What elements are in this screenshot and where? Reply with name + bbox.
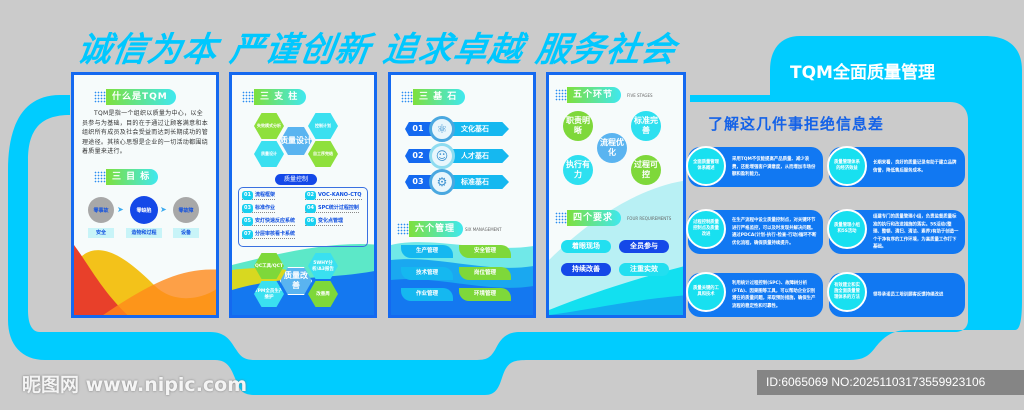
stage-circle: 过程可控 [631, 155, 661, 185]
dots-icon [555, 89, 567, 101]
requirement-pill: 全员参与 [619, 240, 669, 253]
person-icon: ☺ [429, 143, 455, 169]
info-card: 过程控制质量控制点及质量改进在生产流程中设立质量控制点，对关键环节进行严格监控，… [686, 209, 823, 254]
section-subtitle: FIVE STAGES [627, 93, 653, 98]
management-item: 环境管理 [459, 288, 511, 301]
stage-circle: 职责明晰 [563, 111, 593, 141]
atom-icon: ⚛ [429, 116, 455, 142]
section-title: 六个管理 [409, 221, 464, 237]
watermark-logo: 昵图网 www.nipic.com [22, 374, 248, 396]
card-badge: 质量关键的工具和技术 [686, 272, 726, 312]
goal-label: 造物和过程 [126, 228, 162, 238]
card-text: 利用统计过程控制(SPC)、故障树分析(FTA)、因果图等工具，可以帮助企业识别… [732, 281, 816, 309]
panel-five-stages: 五个环节 FIVE STAGES 职责明晰 标准完善 流程优化 执行有力 过程可… [546, 72, 686, 318]
requirement-pill: 着眼现场 [561, 240, 611, 253]
stone-number: 01 [405, 122, 431, 136]
section-title: 三 基 石 [413, 89, 466, 105]
management-item: 技术管理 [401, 267, 453, 280]
goal-label: 设备 [173, 228, 199, 238]
card-text: 采用TQM不仅能提高产品质量、减少浪费，还能增强客户满意度，从而增加市场份额和盈… [732, 156, 816, 177]
dots-icon [555, 212, 567, 224]
info-card: 质量管理体系的经济效益长期来看，良好的质量记录有助于建立品牌信誉，降低售后服务成… [827, 146, 965, 187]
improve-hex: 5WHY分析/A3报告 [308, 253, 338, 279]
section-subtitle: FOUR REQUIREMENTS [627, 216, 672, 221]
section-title: 什么是TQM [106, 89, 176, 105]
improve-center-hex: 质量改善 [280, 267, 312, 295]
info-card: 有效建立和实施全面质量管理体系的方法领导承诺员工培训顾客反馈持续改进 [827, 272, 965, 317]
panel-three-pillars: 三 支 柱 失效模式分析 控制计划 质量设计 质量设计 自工序完结 质量控制 0… [229, 72, 377, 318]
design-hex: 控制计划 [308, 113, 338, 139]
stone-label: 文化基石 [453, 122, 509, 136]
wave-decoration [74, 245, 216, 315]
watermark-id: ID:6065069 NO:20251103173559923106 [757, 370, 1024, 395]
slogan-heading: 诚信为本 严谨创新 追求卓越 服务社会 [74, 30, 679, 70]
stone-number: 03 [405, 175, 431, 189]
management-item: 生产管理 [401, 245, 453, 258]
card-text: 长期来看，良好的质量记录有助于建立品牌信誉，降低售后服务成本。 [873, 160, 957, 174]
card-badge: 全面质量管理体系概述 [686, 146, 726, 186]
stone-label: 人才基石 [453, 149, 509, 163]
stage-circle: 执行有力 [563, 155, 593, 185]
dots-icon [94, 91, 106, 103]
card-badge: 有效建立和实施全面质量管理体系的方法 [827, 272, 867, 312]
improve-hex: TPM全员生产维护 [254, 281, 284, 307]
goal-label: 安全 [88, 228, 114, 238]
card-badge: 质量管理小组和5S活动 [827, 209, 867, 249]
dots-icon [401, 91, 413, 103]
stage-circle: 标准完善 [631, 111, 661, 141]
gear-icon: ⚙ [429, 169, 455, 195]
control-title: 质量控制 [275, 174, 317, 185]
info-card: 质量管理小组和5S活动组建专门的质量管理小组，负责监督质量标准的执行和改进措施的… [827, 209, 965, 254]
info-heading: 了解这几件事拒绝信息差 [708, 115, 885, 133]
wave-decoration [549, 180, 683, 315]
card-badge: 质量管理体系的经济效益 [827, 146, 867, 186]
improve-hex: 改善周 [308, 281, 338, 307]
card-text: 组建专门的质量管理小组，负责监督质量标准的执行和改进措施的落实。5S活动(整理、… [873, 214, 959, 250]
card-text: 领导承诺员工培训顾客反馈持续改进 [873, 292, 944, 298]
design-center-hex: 质量设计 [280, 127, 312, 155]
panel-three-cornerstones: 三 基 石 01 文化基石 ⚛ 02 人才基石 ☺ 03 标准基石 ⚙ 六个管理… [388, 72, 536, 318]
improve-hex: QC工具/QCT [254, 253, 284, 279]
tqm-tab-title: TQM全面质量管理 [790, 63, 935, 83]
panel-what-is-tqm: 什么是TQM TQM是指一个组织以质量为中心，以全员参与为基础，目的在于通过让顾… [71, 72, 219, 318]
goal-circle: 零故障 [173, 197, 199, 223]
requirement-pill: 注重实效 [619, 263, 669, 276]
goal-circle: 零事故 [88, 197, 114, 223]
management-item: 作业管理 [401, 288, 453, 301]
stone-number: 02 [405, 149, 431, 163]
management-item: 安全管理 [459, 245, 511, 258]
design-hex: 自工序完结 [308, 141, 338, 167]
dots-icon [94, 171, 106, 183]
management-item: 岗位管理 [459, 267, 511, 280]
goal-circle: 零缺陷 [130, 196, 158, 224]
stage-circle: 流程优化 [597, 133, 627, 163]
card-badge: 过程控制质量控制点及质量改进 [686, 209, 726, 249]
design-hex: 失效模式分析 [254, 113, 284, 139]
section-title: 三 目 标 [106, 169, 159, 185]
arrow-right-icon: ➤ [117, 205, 124, 214]
dots-icon [242, 91, 254, 103]
tqm-description: TQM是指一个组织以质量为中心，以全员参与为基础，目的在于通过让顾客满意和本组织… [82, 110, 209, 155]
dots-icon [397, 223, 409, 235]
section-title: 四个要求 [567, 210, 622, 226]
design-hex: 质量设计 [254, 141, 284, 167]
requirement-pill: 持续改善 [561, 263, 611, 276]
info-card: 质量关键的工具和技术利用统计过程控制(SPC)、故障树分析(FTA)、因果图等工… [686, 272, 823, 317]
card-text: 在生产流程中设立质量控制点，对关键环节进行严格监控，可以及时发现并解决问题。通过… [732, 218, 817, 246]
section-title: 五个环节 [567, 87, 622, 103]
info-card: 全面质量管理体系概述采用TQM不仅能提高产品质量、减少浪费，还能增强客户满意度，… [686, 146, 823, 187]
section-title: 三 支 柱 [254, 89, 307, 105]
section-subtitle: SIX MANAGEMENT [465, 227, 502, 232]
stone-label: 标准基石 [453, 175, 509, 189]
arrow-right-icon: ➤ [160, 205, 167, 214]
